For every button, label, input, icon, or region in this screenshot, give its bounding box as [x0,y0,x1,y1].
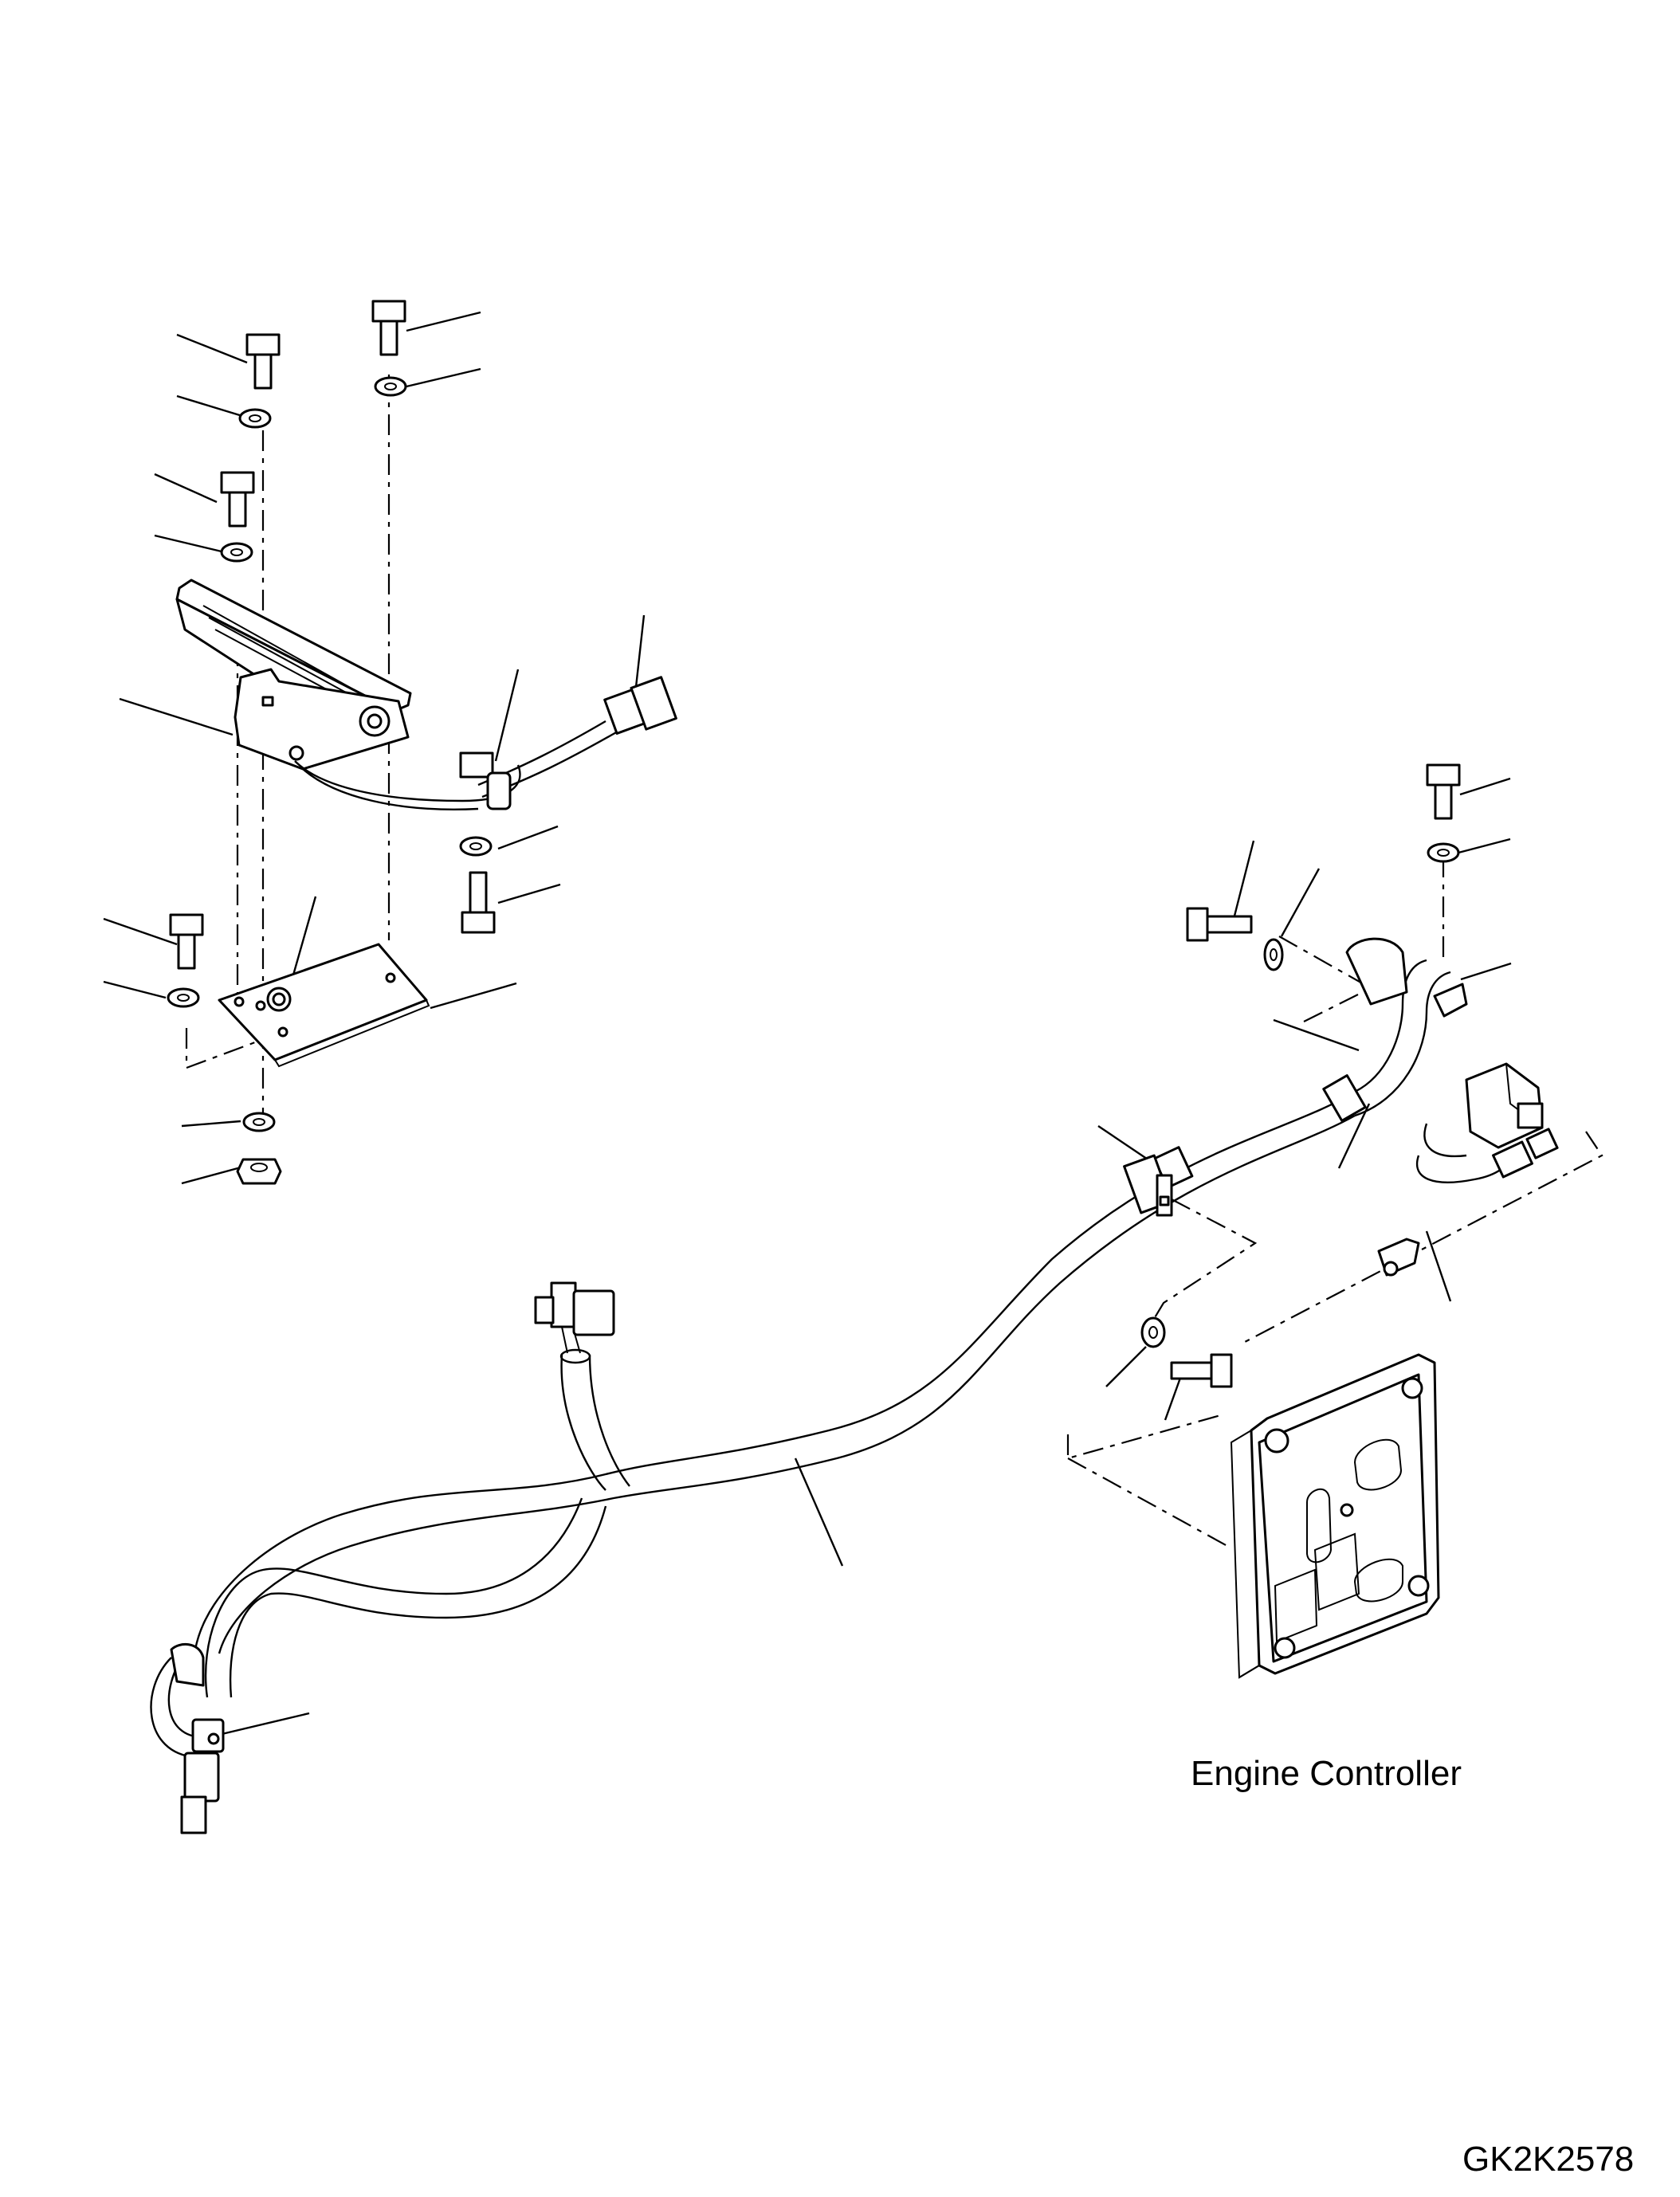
accelerator-pedal [175,579,677,810]
engine-controller [1230,1353,1440,1679]
mid-harness-connector [534,1281,615,1354]
ecu-harness-connectors [1156,937,1559,1277]
engine-controller-caption: Engine Controller [1191,1754,1462,1793]
leader-lines [103,311,1512,1737]
bolts [169,300,1461,1388]
assembly-axes [185,375,1603,1547]
washers [167,376,1460,1348]
nut [236,1158,282,1185]
left-end-connector [170,1642,225,1834]
mounting-plate [218,943,430,1068]
drawing-code: GK2K2578 [1462,2140,1635,2179]
